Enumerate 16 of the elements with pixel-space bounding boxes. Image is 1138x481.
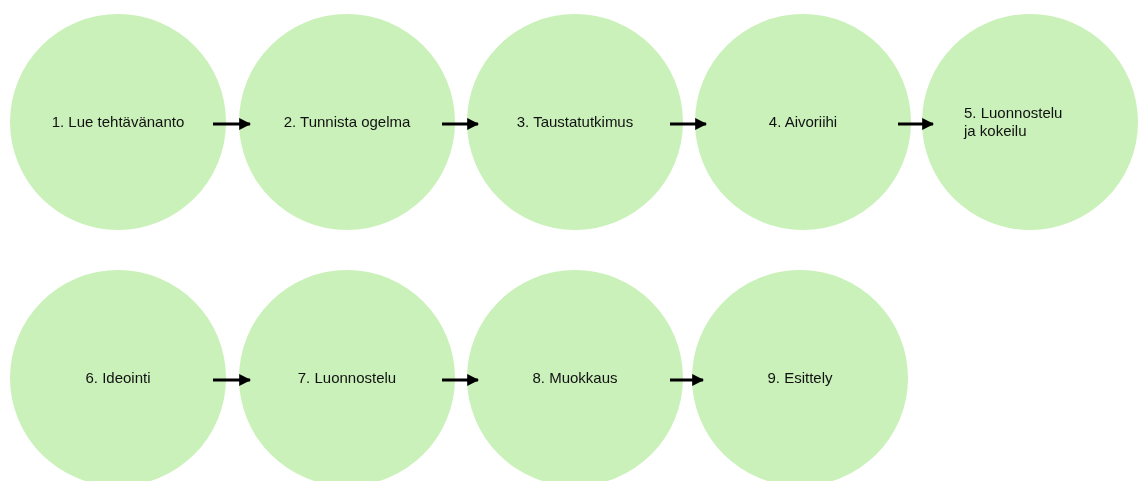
- arrow: [442, 374, 480, 386]
- node-label: 2. Tunnista ogelma: [282, 113, 412, 131]
- node-label: 9. Esittely: [766, 369, 834, 387]
- node-label: 1. Lue tehtävänanto: [50, 113, 186, 131]
- node-label: 8. Muokkaus: [531, 369, 619, 387]
- arrow: [898, 118, 935, 130]
- arrow: [442, 118, 480, 130]
- node-label: 4. Aivoriihi: [767, 113, 839, 131]
- arrow: [670, 374, 705, 386]
- node-label: 3. Taustatutkimus: [515, 113, 635, 131]
- arrow: [213, 118, 252, 130]
- arrow: [213, 374, 252, 386]
- node-label: 7. Luonnostelu: [296, 369, 398, 387]
- node-label: 5. Luonnostelu ja kokeilu: [964, 104, 1064, 140]
- node-label: 6. Ideointi: [84, 369, 152, 387]
- arrow: [670, 118, 708, 130]
